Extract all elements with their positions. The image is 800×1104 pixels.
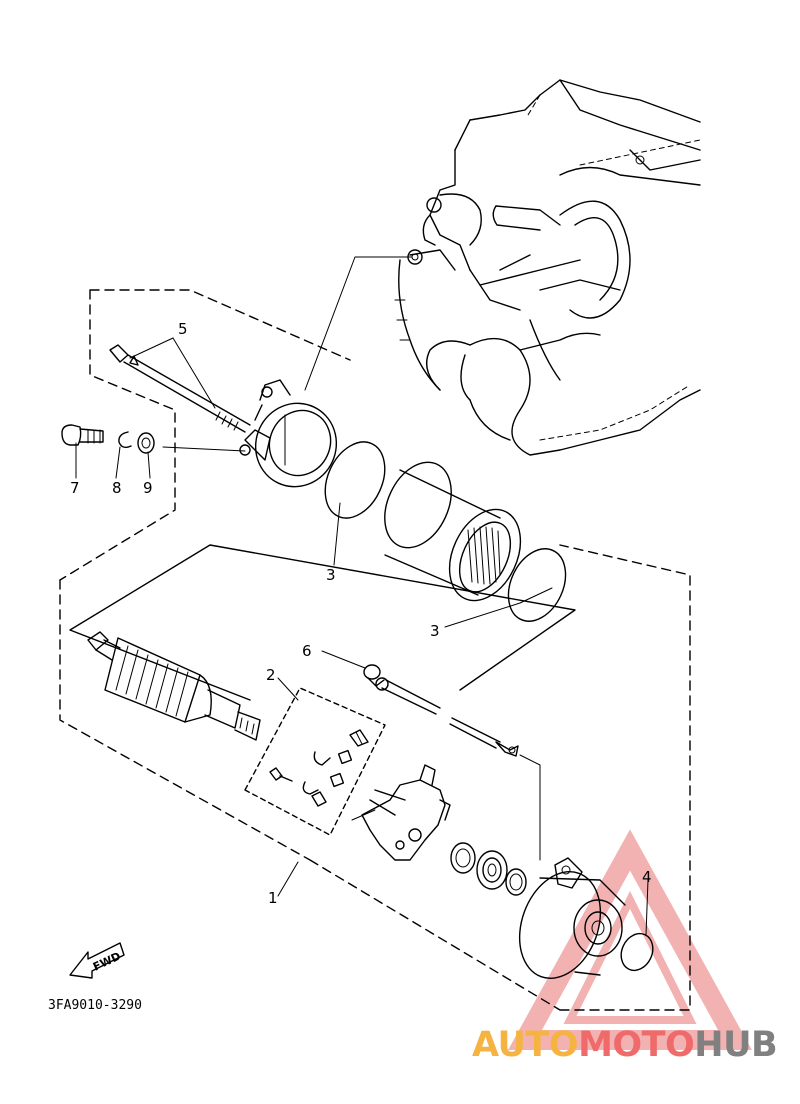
callout-4: 4 [642,868,652,886]
callout-3-upper: 3 [326,566,336,584]
callout-8: 8 [112,479,122,497]
washer-9 [137,432,155,454]
leader-lines [75,256,649,936]
armature [87,631,261,741]
circlip-8 [118,431,132,449]
brush-set-frame [244,687,386,836]
watermark-part-hub: HUB [694,1025,777,1065]
engine-crankcase [394,79,701,456]
callout-1: 1 [268,889,278,907]
svg-text:AUTOMOTOHUB: AUTOMOTOHUB [472,1025,777,1065]
front-cover [239,379,338,488]
yoke-housing [384,461,522,602]
screw-7 [61,424,104,446]
seal-washers [450,842,527,896]
armature-group-frame [69,544,576,701]
callout-7: 7 [70,479,80,497]
group-border-lower [59,544,691,1011]
o-ring-3-upper [324,441,386,519]
callout-6: 6 [302,642,312,660]
long-bolt [109,344,251,433]
watermark-part-auto: AUTO [472,1025,578,1065]
o-ring-3-lower [507,548,567,622]
callout-9: 9 [143,479,153,497]
callout-2: 2 [266,666,276,684]
watermark-logo: AUTOMOTOHUB [472,1025,778,1065]
diagram-code: 3FA9010-3290 [48,998,142,1013]
fwd-arrow-icon: FWD [69,942,125,979]
callout-5: 5 [178,320,188,338]
watermark-part-moto: MOTO [578,1025,694,1065]
brush-parts [269,729,369,807]
terminal-bolt-6 [363,664,519,757]
fwd-label: FWD [91,950,123,974]
brush-holder [361,764,451,861]
o-ring-4 [620,932,654,972]
callout-3-lower: 3 [430,622,440,640]
group-border-upper [59,289,351,581]
rear-cover [518,857,626,979]
watermark-triangle [508,829,752,1050]
